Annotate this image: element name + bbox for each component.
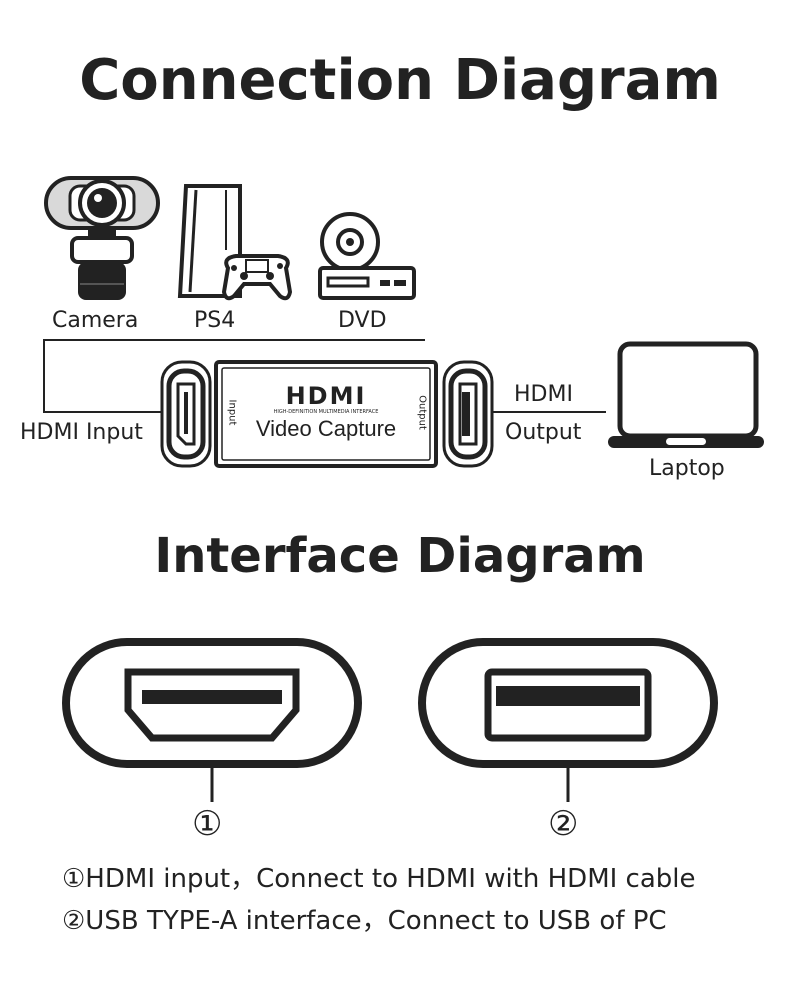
hdmi-logo-text: HDMI <box>285 382 367 410</box>
hdmi-logo: HDMI <box>230 382 422 410</box>
source-label-ps4: PS4 <box>194 308 236 333</box>
note-hdmi-input: ①HDMI input，Connect to HDMI with HDMI ca… <box>62 864 696 894</box>
note-usb-interface: ②USB TYPE-A interface，Connect to USB of … <box>62 906 667 936</box>
video-capture-device <box>214 360 438 468</box>
ps4-console-icon <box>177 184 293 301</box>
port-marker-1: ① <box>192 804 223 844</box>
device-side-output: Output <box>416 395 428 430</box>
dvd-player-icon <box>318 212 416 300</box>
hdmi-output-label-line2: Output <box>505 420 582 445</box>
camera-icon <box>44 176 160 300</box>
laptop-icon <box>608 341 764 448</box>
hdmi-input-label: HDMI Input <box>20 420 143 445</box>
hdmi-port-icon <box>62 638 362 802</box>
hdmi-logo-subtitle: HIGH-DEFINITION MULTIMEDIA INTERFACE <box>273 409 379 415</box>
laptop-label: Laptop <box>649 456 725 481</box>
source-label-camera: Camera <box>52 308 139 333</box>
hdmi-output-label-line1: HDMI <box>514 382 573 407</box>
device-name: Video Capture <box>255 416 397 441</box>
device-side-input: Input <box>226 399 238 426</box>
output-port-plug <box>442 360 494 468</box>
interface-diagram-title: Interface Diagram <box>154 528 646 584</box>
connection-lines <box>43 339 606 413</box>
input-port-plug <box>160 360 212 468</box>
usb-a-port-icon <box>418 638 718 802</box>
connection-diagram-title: Connection Diagram <box>79 48 721 113</box>
port-marker-2: ② <box>548 804 579 844</box>
source-label-dvd: DVD <box>338 308 387 333</box>
